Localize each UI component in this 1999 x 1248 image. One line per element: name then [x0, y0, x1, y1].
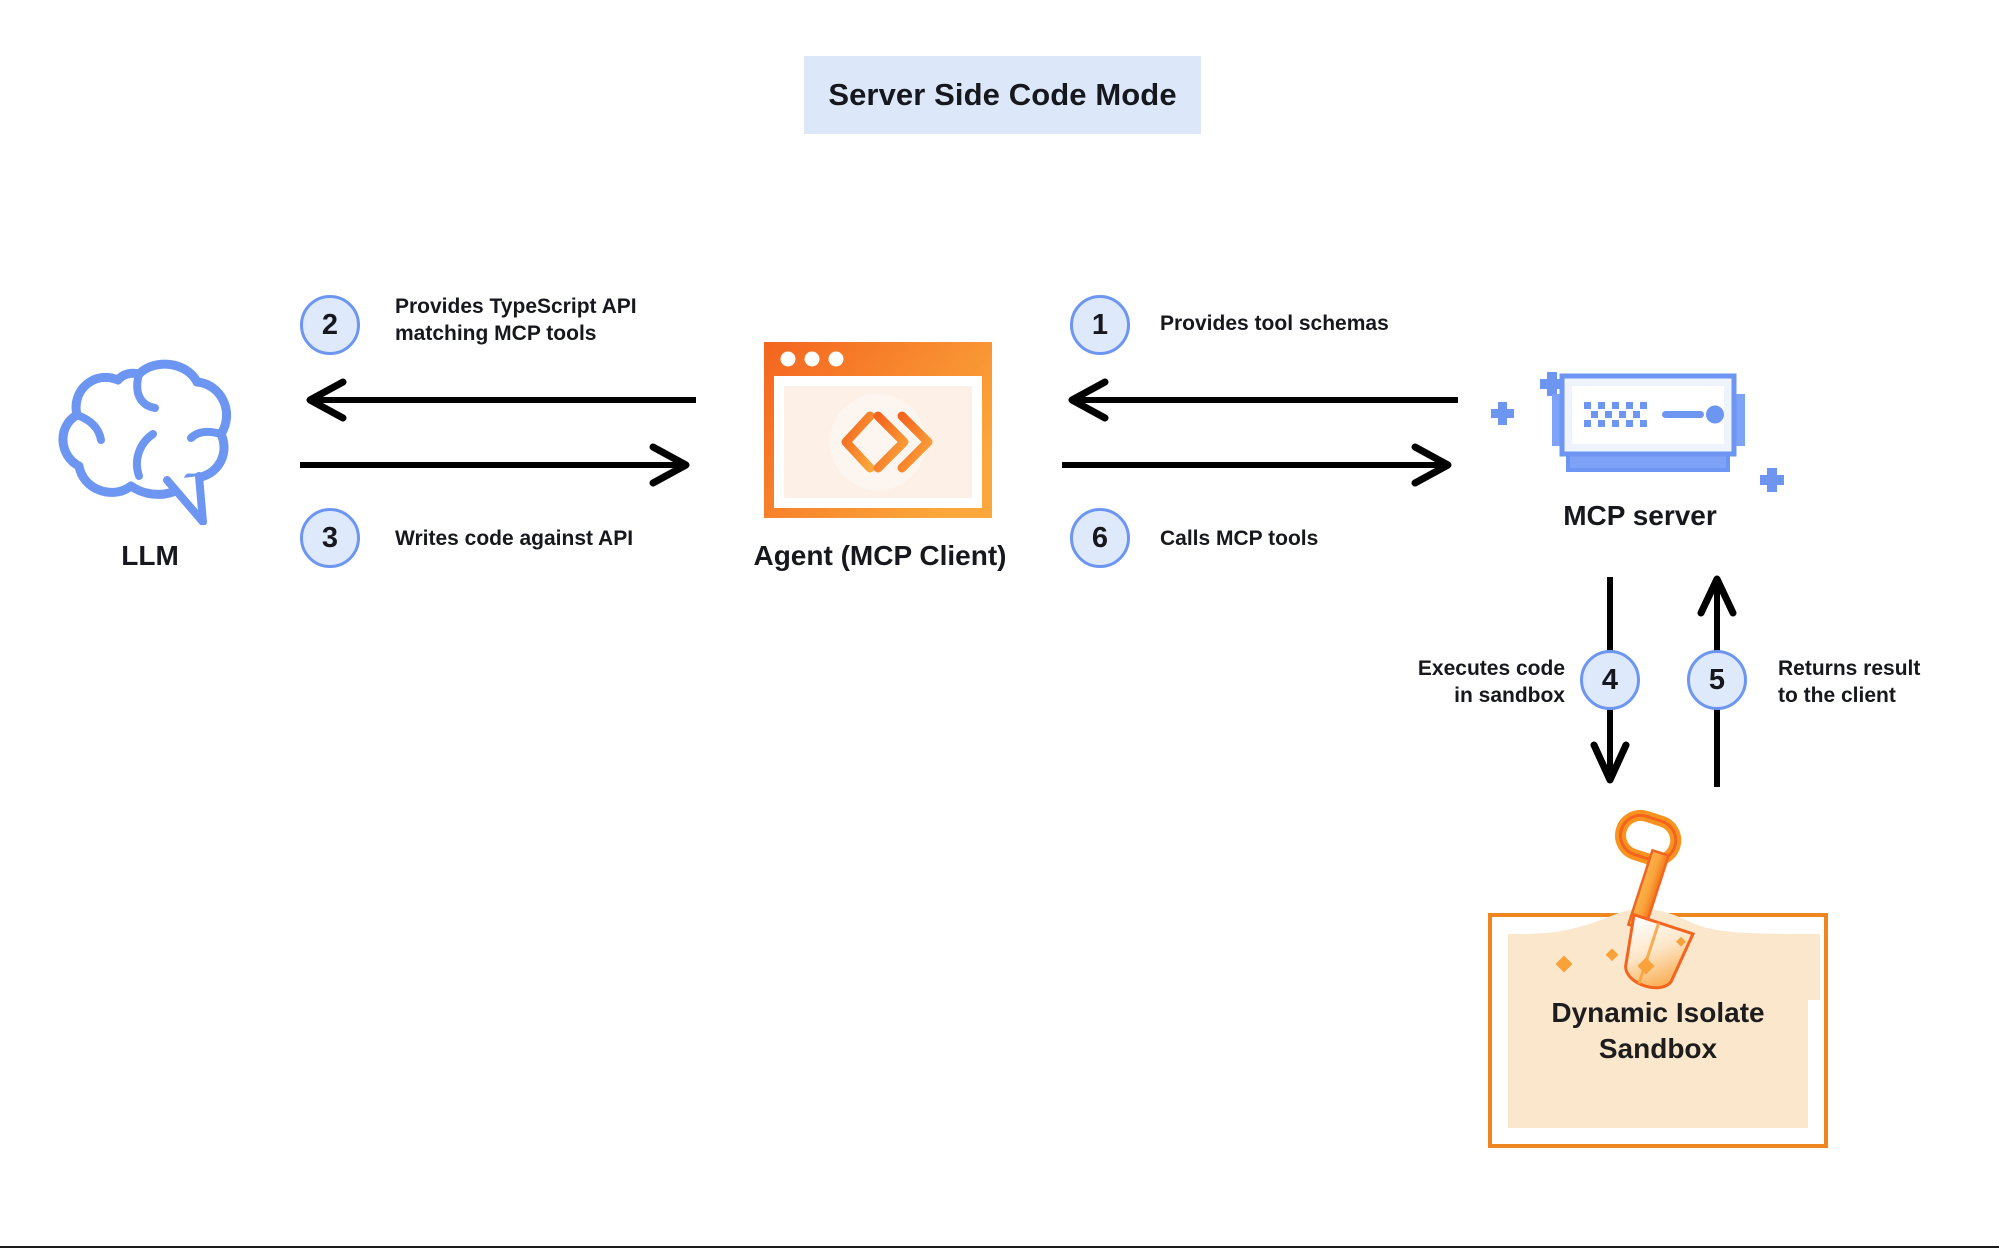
- step-label-4: Executes code in sandbox: [1417, 657, 1565, 708]
- step-badge-2: 2: [300, 295, 360, 355]
- step-label-6: Calls MCP tools: [1160, 527, 1319, 550]
- mcp-server-caption: MCP server: [1563, 500, 1717, 531]
- step-badge-6: 6: [1070, 508, 1130, 568]
- step-label-1: Provides tool schemas: [1160, 312, 1389, 335]
- agent-caption: Agent (MCP Client): [753, 540, 1007, 571]
- llm-caption: LLM: [121, 540, 179, 571]
- diagram-title-banner: Server Side Code Mode: [804, 56, 1201, 134]
- arrow-agent-to-mcp: [1060, 443, 1460, 487]
- bottom-divider: [0, 1246, 1999, 1248]
- agent-browser-window-icon: [762, 340, 994, 520]
- step-badge-3: 3: [300, 508, 360, 568]
- llm-brain-icon: [55, 350, 245, 526]
- step-label-3: Writes code against API: [395, 527, 634, 550]
- mcp-server-rack-icon: [1490, 358, 1790, 498]
- step-badge-5: 5: [1687, 650, 1747, 710]
- arrow-mcp-to-agent: [1060, 378, 1460, 422]
- step-label-5: Returns result to the client: [1778, 657, 1921, 708]
- sandbox-caption: Dynamic Isolate Sandbox: [1551, 997, 1765, 1064]
- arrow-agent-to-llm: [298, 378, 698, 422]
- arrow-llm-to-agent: [298, 443, 698, 487]
- step-badge-1: 1: [1070, 295, 1130, 355]
- page-title: Server Side Code Mode: [828, 77, 1177, 112]
- step-badge-4: 4: [1580, 650, 1640, 710]
- step-label-2: Provides TypeScript API matching MCP too…: [395, 295, 637, 346]
